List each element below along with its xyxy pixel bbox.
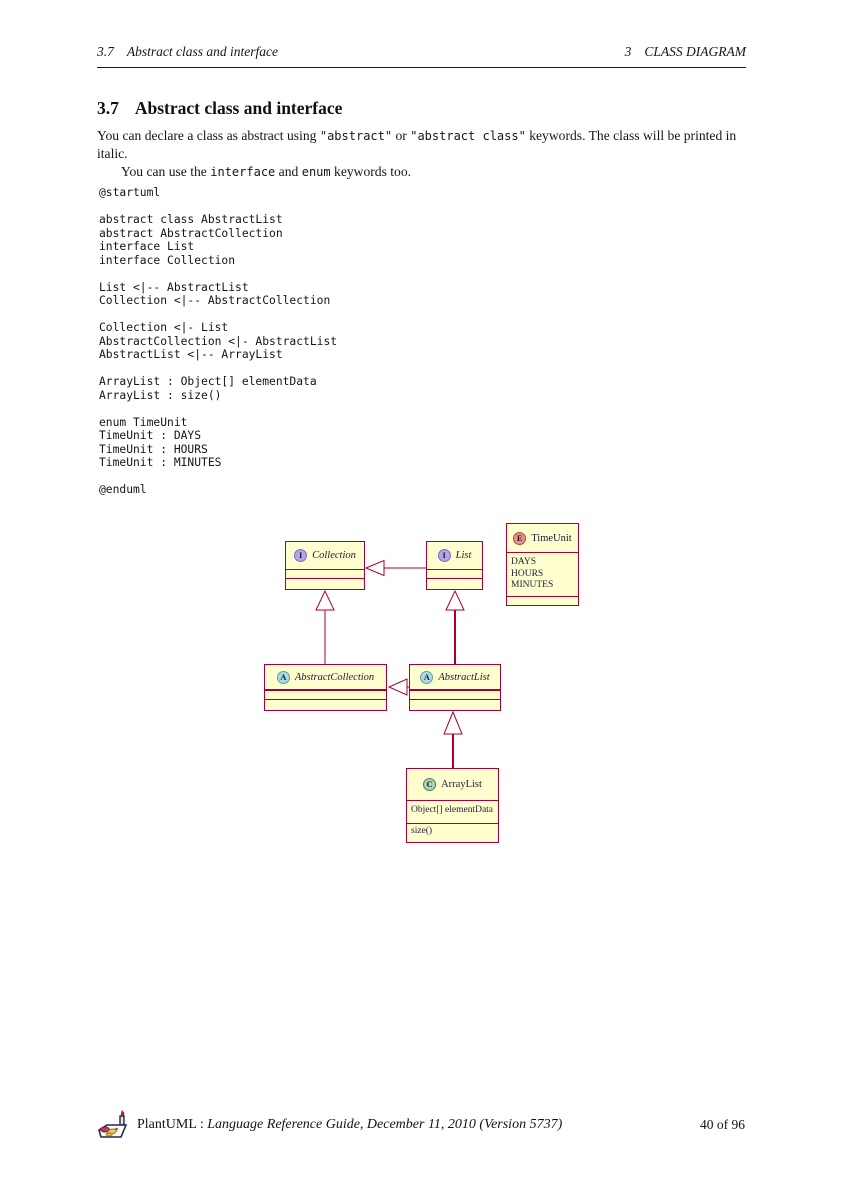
methods-compartment <box>286 579 364 581</box>
methods-compartment <box>507 597 578 599</box>
paragraph-interface-enum: You can use the interface and enum keywo… <box>97 163 747 181</box>
page-number: 40 of 96 <box>700 1117 745 1132</box>
enum-value: DAYS <box>511 557 536 567</box>
class-title: E TimeUnit <box>507 524 578 553</box>
text-run: keywords too. <box>330 164 412 179</box>
header-right-title: CLASS DIAGRAM <box>644 44 746 59</box>
fields-compartment <box>427 570 482 579</box>
inline-code-enum: enum <box>301 165 331 179</box>
methods-compartment <box>410 700 500 702</box>
methods-compartment <box>427 579 482 581</box>
fields-compartment <box>265 691 386 700</box>
class-title: A AbstractList <box>410 665 500 691</box>
class-box-arraylist: C ArrayList Object[] elementData size() <box>406 768 499 843</box>
page-footer: PlantUML : Language Reference Guide, Dec… <box>97 1110 745 1140</box>
inline-code-abstract: "abstract" <box>319 129 393 143</box>
uml-class-diagram: I Collection I List E TimeUnit DAYS HOUR… <box>264 523 580 845</box>
footer-separator: : <box>196 1117 208 1132</box>
plantuml-code-listing: @startuml abstract class AbstractList ab… <box>99 186 338 496</box>
header-right: 3 CLASS DIAGRAM <box>625 44 746 60</box>
interface-icon: I <box>437 549 451 562</box>
class-title: I Collection <box>286 542 364 570</box>
inheritance-arrow-icon <box>443 710 463 735</box>
section-number: 3.7 <box>97 98 119 118</box>
abstract-class-icon: A <box>276 670 290 684</box>
class-box-abstractlist: A AbstractList <box>409 664 501 711</box>
footer-brand: PlantUML <box>137 1117 197 1132</box>
fields-compartment <box>286 570 364 579</box>
fields-compartment: Object[] elementData <box>407 801 498 824</box>
paragraph-abstract: You can declare a class as abstract usin… <box>97 127 747 163</box>
field-entry: Object[] elementData <box>411 805 494 815</box>
inheritance-arrow-icon <box>364 559 385 577</box>
fields-compartment: DAYS HOURS MINUTES <box>507 553 578 597</box>
class-name: TimeUnit <box>531 532 572 544</box>
inline-code-abstract-class: "abstract class" <box>410 129 526 143</box>
page-header: 3.7 Abstract class and interface 3 CLASS D… <box>97 44 746 68</box>
text-run: and <box>275 164 302 179</box>
enum-value: MINUTES <box>511 580 554 590</box>
header-left: 3.7 Abstract class and interface <box>97 44 278 60</box>
class-title: A AbstractCollection <box>265 665 386 691</box>
text-run: You can declare a class as abstract usin… <box>97 128 320 143</box>
text-run: You can use the <box>121 164 211 179</box>
methods-compartment: size() <box>407 824 498 838</box>
class-name: ArrayList <box>441 779 482 790</box>
footer-text: PlantUML : Language Reference Guide, Dec… <box>137 1117 562 1133</box>
methods-compartment <box>265 700 386 702</box>
interface-icon: I <box>294 549 308 562</box>
class-icon: C <box>423 778 437 791</box>
enum-value: HOURS <box>511 568 544 579</box>
footer-doc-title: Language Reference Guide, December 11, 2… <box>207 1117 563 1132</box>
class-name: AbstractList <box>438 671 490 683</box>
class-box-collection: I Collection <box>285 541 365 590</box>
section-heading: 3.7 Abstract class and interface <box>97 98 342 119</box>
text-run: or <box>392 128 411 143</box>
header-left-title: Abstract class and interface <box>126 44 278 59</box>
section-title-text: Abstract class and interface <box>134 98 343 118</box>
class-box-timeunit: E TimeUnit DAYS HOURS MINUTES <box>506 523 579 606</box>
text-run: keywords. The class will be printed in i… <box>97 128 737 161</box>
intro-text: You can declare a class as abstract usin… <box>97 127 747 181</box>
class-name: Collection <box>312 550 356 561</box>
class-title: C ArrayList <box>407 769 498 801</box>
class-name: AbstractCollection <box>294 671 375 683</box>
abstract-class-icon: A <box>420 670 434 684</box>
fields-compartment <box>410 691 500 700</box>
class-title: I List <box>427 542 482 570</box>
header-left-number: 3.7 <box>97 44 114 59</box>
plantuml-logo-icon <box>98 1110 128 1138</box>
diagram-edges <box>315 559 465 768</box>
inheritance-arrow-icon <box>315 589 335 611</box>
inline-code-interface: interface <box>210 165 276 179</box>
class-box-abstractcollection: A AbstractCollection <box>264 664 387 711</box>
enum-icon: E <box>513 531 527 545</box>
header-right-number: 3 <box>624 44 632 59</box>
class-name: List <box>455 550 472 561</box>
inheritance-arrow-icon <box>387 678 408 696</box>
method-entry: size() <box>411 826 433 836</box>
class-box-list: I List <box>426 541 483 590</box>
inheritance-arrow-icon <box>445 589 465 611</box>
